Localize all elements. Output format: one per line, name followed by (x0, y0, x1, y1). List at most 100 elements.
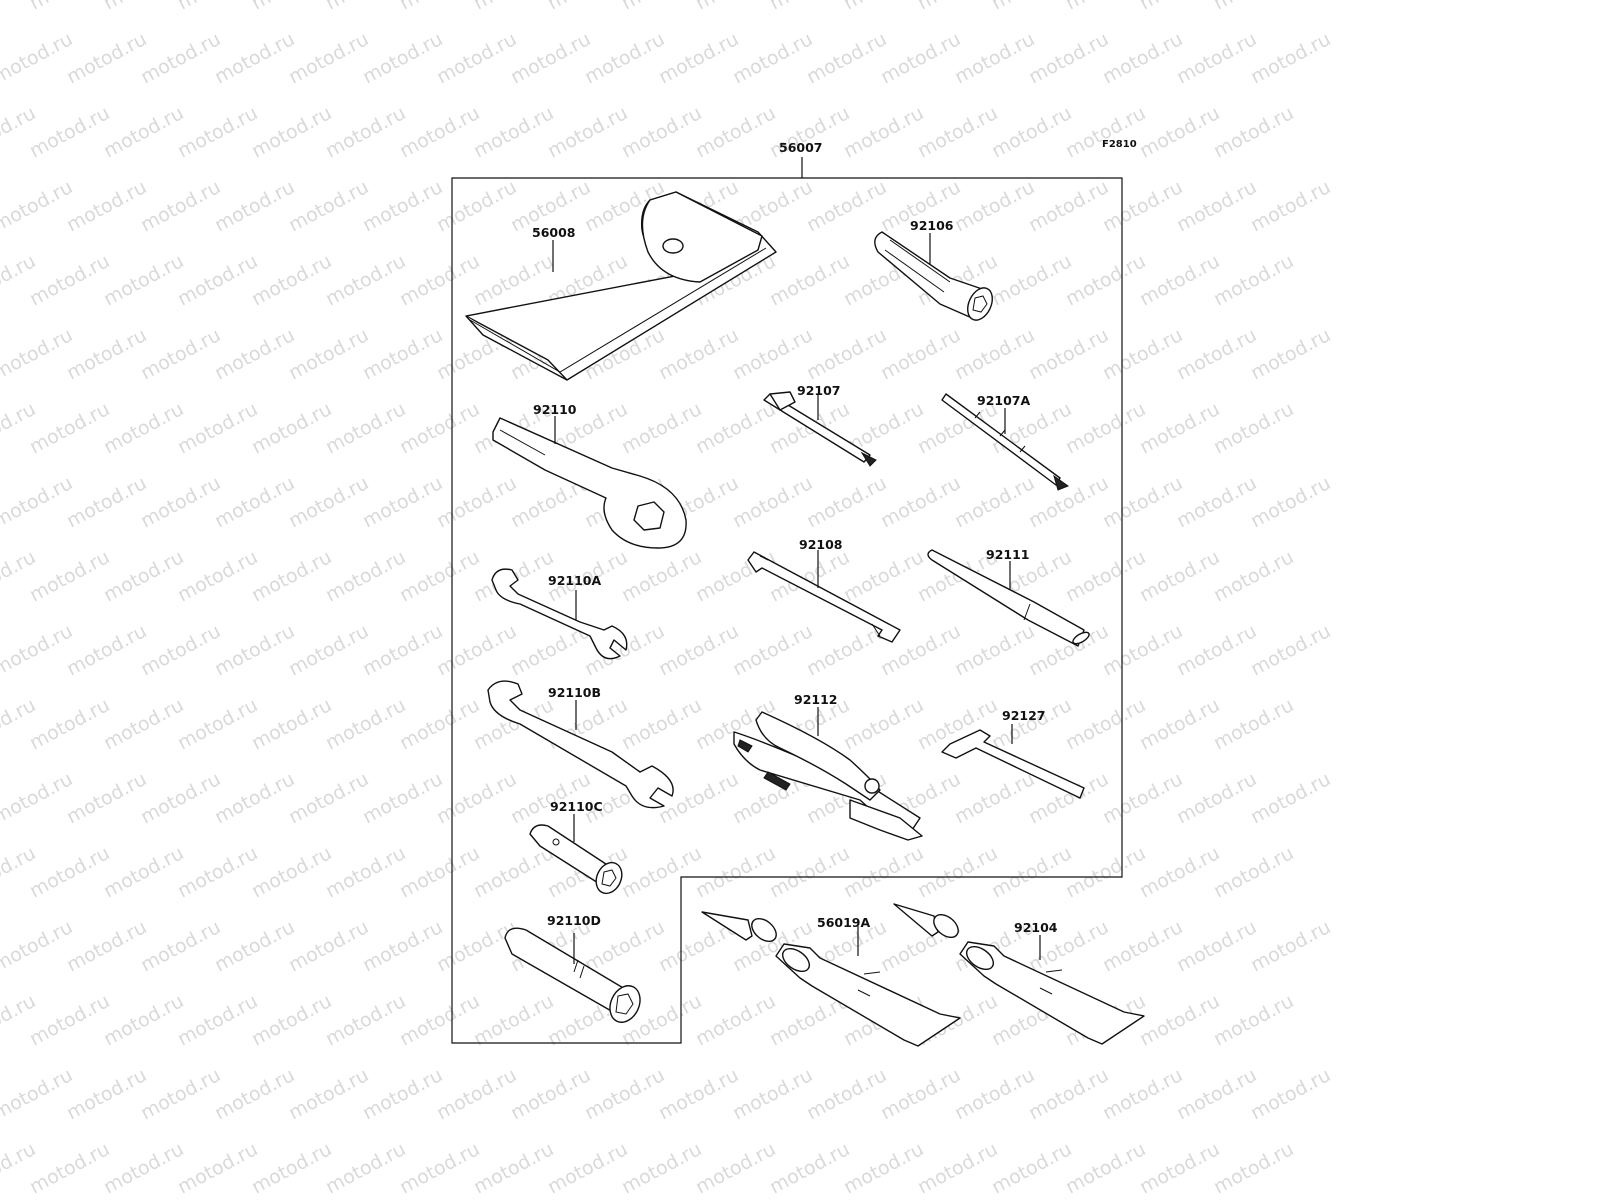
watermark-text: motod.ru (544, 1138, 631, 1198)
watermark-text: motod.ru (322, 250, 409, 310)
part-number-92110a: 92110A (548, 573, 601, 588)
kit-outline (451, 177, 1123, 1044)
watermark-text: motod.ru (1062, 250, 1149, 310)
box-spanner-small-icon (529, 824, 623, 895)
watermark-text: motod.ru (63, 28, 150, 88)
watermark-text: motod.ru (26, 546, 113, 606)
watermark-text: motod.ru (1247, 1064, 1334, 1124)
watermark-text: motod.ru (766, 250, 853, 310)
watermark-text: motod.ru (1210, 990, 1297, 1050)
watermark-text: motod.ru (988, 102, 1075, 162)
ring-wrench-icon (492, 417, 687, 549)
watermark-text: motod.ru (248, 250, 335, 310)
watermark-text: motod.ru (914, 842, 1001, 902)
watermark-text: motod.ru (1210, 1138, 1297, 1198)
watermark-text: motod.ru (174, 250, 261, 310)
watermark-text: motod.ru (359, 620, 446, 680)
watermark-text: motod.ru (1062, 0, 1149, 14)
watermark-text: motod.ru (951, 768, 1038, 828)
watermark-text: motod.ru (1025, 1064, 1112, 1124)
watermark-text: motod.ru (766, 0, 853, 14)
watermark-text: motod.ru (359, 176, 446, 236)
extension-handle-icon (747, 551, 901, 643)
watermark-text: motod.ru (433, 620, 520, 680)
watermark-text: motod.ru (655, 28, 742, 88)
watermark-text: motod.ru (174, 398, 261, 458)
watermark-text: motod.ru (951, 620, 1038, 680)
watermark-text: motod.ru (433, 28, 520, 88)
watermark-text: motod.ru (359, 916, 446, 976)
box-spanner-large-icon (504, 927, 641, 1023)
watermark-text: motod.ru (1210, 694, 1297, 754)
watermark-text: motod.ru (359, 472, 446, 532)
watermark-text: motod.ru (1136, 842, 1223, 902)
tube-nozzle-a-icon (701, 911, 777, 943)
watermark-text: motod.ru (26, 250, 113, 310)
watermark-text: motod.ru (988, 842, 1075, 902)
watermark-text: motod.ru (951, 1064, 1038, 1124)
watermark-text: motod.ru (1062, 546, 1149, 606)
watermark-text: motod.ru (1136, 546, 1223, 606)
watermark-text: motod.ru (285, 768, 372, 828)
watermark-text: motod.ru (1173, 324, 1260, 384)
watermark-text: motod.ru (1247, 176, 1334, 236)
watermark-text: motod.ru (211, 620, 298, 680)
watermark-text: motod.ru (137, 324, 224, 384)
watermark-text: motod.ru (433, 176, 520, 236)
watermark-text: motod.ru (1099, 324, 1186, 384)
watermark-text: motod.ru (322, 398, 409, 458)
watermark-text: motod.ru (618, 398, 705, 458)
watermark-text: motod.ru (692, 102, 779, 162)
watermark-text: motod.ru (322, 102, 409, 162)
watermark-text: motod.ru (100, 102, 187, 162)
watermark-text: motod.ru (174, 694, 261, 754)
watermark-text: motod.ru (951, 28, 1038, 88)
watermark-text: motod.ru (1062, 694, 1149, 754)
watermark-text: motod.ru (285, 916, 372, 976)
watermark-text: motod.ru (100, 694, 187, 754)
watermark-text: motod.ru (803, 472, 890, 532)
watermark-text: motod.ru (1210, 842, 1297, 902)
watermark-text: motod.ru (544, 0, 631, 14)
watermark-text: motod.ru (581, 28, 668, 88)
watermark-text: motod.ru (248, 0, 335, 14)
watermark-text: motod.ru (1247, 768, 1334, 828)
watermark-text: motod.ru (1247, 620, 1334, 680)
watermark-text: motod.ru (840, 102, 927, 162)
watermark-text: motod.ru (100, 990, 187, 1050)
watermark-text: motod.ru (322, 0, 409, 14)
watermark-text: motod.ru (1062, 102, 1149, 162)
watermark-text: motod.ru (1210, 0, 1297, 14)
watermark-text: motod.ru (840, 1138, 927, 1198)
watermark-text: motod.ru (1099, 176, 1186, 236)
watermark-text: motod.ru (877, 28, 964, 88)
watermark-text: motod.ru (248, 1138, 335, 1198)
open-wrench-small-icon (491, 568, 628, 660)
watermark-text: motod.ru (840, 842, 927, 902)
watermark-text: motod.ru (803, 28, 890, 88)
watermark-text: motod.ru (803, 1064, 890, 1124)
watermark-text: motod.ru (1210, 102, 1297, 162)
watermark-text: motod.ru (544, 102, 631, 162)
watermark-text: motod.ru (396, 694, 483, 754)
watermark-text: motod.ru (1025, 472, 1112, 532)
watermark-text: motod.ru (211, 916, 298, 976)
watermark-text: motod.ru (211, 1064, 298, 1124)
watermark-text: motod.ru (766, 1138, 853, 1198)
watermark-text: motod.ru (470, 1138, 557, 1198)
part-number-56019a: 56019A (817, 915, 870, 930)
watermark-text: motod.ru (137, 916, 224, 976)
watermark-text: motod.ru (470, 990, 557, 1050)
grease-tube-b-icon (959, 941, 1145, 1045)
watermark-text: motod.ru (507, 28, 594, 88)
watermark-text: motod.ru (914, 0, 1001, 14)
watermark-text: motod.ru (396, 842, 483, 902)
watermark-text: motod.ru (0, 768, 76, 828)
watermark-text: motod.ru (1099, 472, 1186, 532)
screwdriver-bit-icon (763, 391, 877, 467)
watermark-text: motod.ru (1136, 0, 1223, 14)
watermark-text: motod.ru (1173, 1064, 1260, 1124)
tube-nozzle-b-icon (893, 903, 959, 939)
watermark-text: motod.ru (988, 694, 1075, 754)
